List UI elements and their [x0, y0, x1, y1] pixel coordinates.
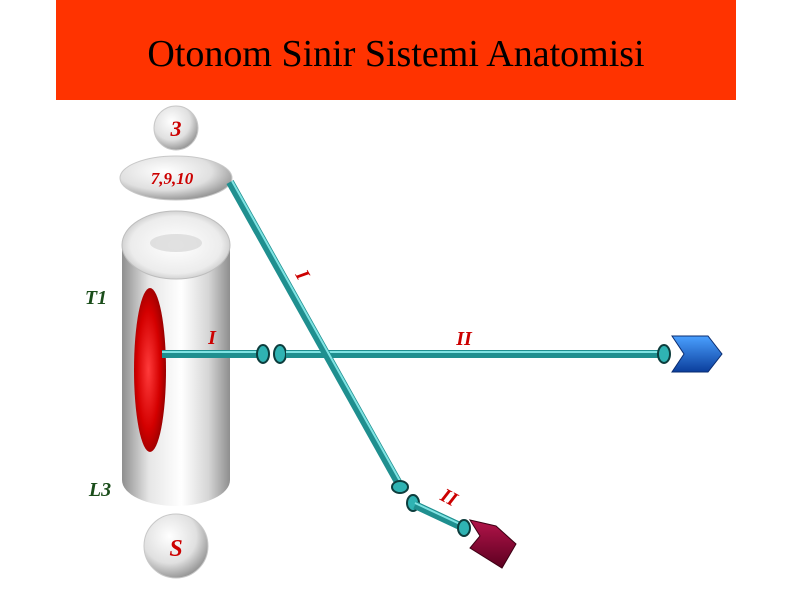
label-postganglionic-horizontal: II	[455, 328, 473, 350]
ganglion-node-c	[391, 480, 409, 494]
title-bar: Otonom Sinir Sistemi Anatomisi	[56, 0, 736, 100]
preganglionic-fiber-diagonal-highlight	[231, 180, 401, 482]
slide-title: Otonom Sinir Sistemi Anatomisi	[147, 33, 645, 75]
spinal-cord-top-highlight	[150, 234, 202, 252]
effector-node-maroon	[457, 519, 471, 537]
preganglionic-fiber-diagonal	[226, 180, 402, 484]
target-organ-blue	[671, 335, 723, 373]
target-organ-maroon	[468, 519, 517, 569]
label-postganglionic-diagonal: II	[436, 484, 462, 512]
cranial-nerves-disc	[119, 155, 233, 201]
thoracolumbar-column	[134, 288, 166, 452]
cranial-nucleus-3-circle	[153, 105, 199, 151]
postganglionic-fiber-diagonal	[413, 501, 464, 531]
postganglionic-fiber-diagonal-highlight	[414, 502, 463, 526]
ganglion-node-a	[256, 344, 270, 364]
label-cranial-3: 3	[170, 116, 182, 141]
ganglion-node-b	[273, 344, 287, 364]
label-sacral: S	[169, 536, 182, 562]
label-l3: L3	[88, 479, 111, 501]
effector-node-blue	[657, 344, 671, 364]
label-cranial-nerves: 7,9,10	[151, 169, 194, 188]
label-t1: T1	[85, 287, 107, 309]
label-preganglionic-diagonal: I	[290, 265, 314, 285]
label-preganglionic-horizontal: I	[207, 327, 217, 349]
sacral-circle	[143, 513, 209, 579]
spinal-cord-bottom	[122, 454, 230, 506]
